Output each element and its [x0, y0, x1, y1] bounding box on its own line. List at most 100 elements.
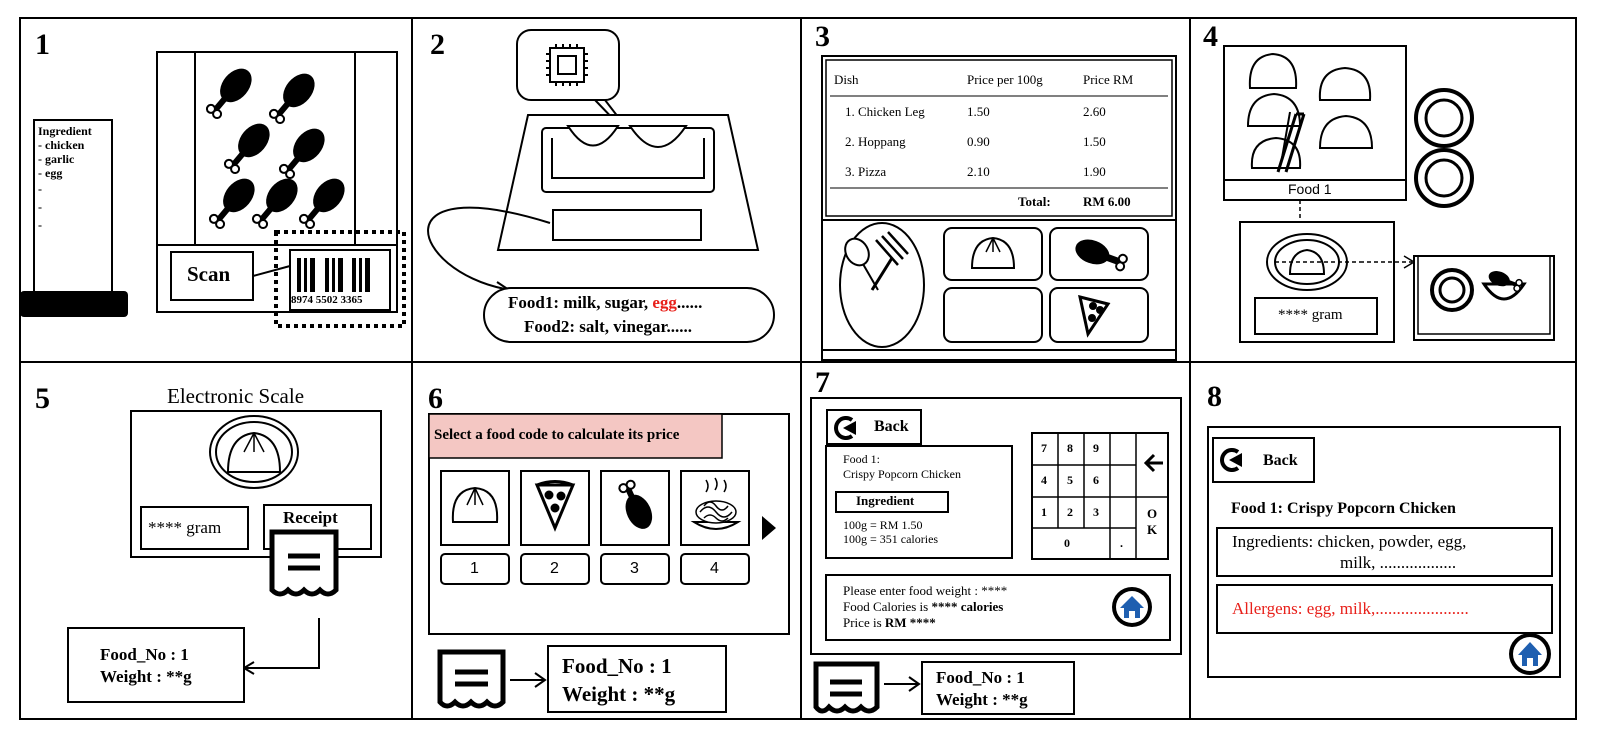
backspace-icon [1143, 453, 1163, 473]
calories-per-100g: 100g = 351 calories [843, 532, 939, 546]
scale-title: Electronic Scale [167, 384, 305, 408]
plate-icons [1414, 88, 1474, 208]
keypad-key-5[interactable]: 5 [1067, 473, 1073, 487]
back-icon [1220, 448, 1242, 472]
allergens-line: Allergens: egg, milk,...................… [1232, 599, 1469, 618]
chip-icon [549, 47, 585, 83]
total-value: RM 6.00 [1083, 194, 1131, 209]
ingredients-line1: Ingredients: chicken, powder, egg, [1232, 532, 1467, 551]
allergen-highlight: egg [652, 293, 677, 312]
chicken-leg-icon [1075, 239, 1128, 272]
table-row-per100g: 1.50 [967, 104, 990, 119]
table-row-dish: 2. Hoppang [845, 134, 906, 149]
bun-icon [970, 236, 1016, 269]
keypad-key-0[interactable]: 0 [1064, 536, 1070, 550]
noodles-icon [690, 477, 742, 530]
keypad-key-4[interactable]: 4 [1041, 473, 1047, 487]
keypad-key-6[interactable]: 6 [1093, 473, 1099, 487]
ingredient-line: - [38, 182, 42, 196]
food-label: Food 1 [1288, 181, 1332, 197]
panel-number-3: 3 [815, 20, 830, 53]
scan-label: Scan [187, 262, 231, 286]
food-title: Food 1: Crispy Popcorn Chicken [1231, 500, 1456, 517]
food2-ingredients: Food2: salt, vinegar...... [524, 317, 692, 336]
table-row-dish: 3. Pizza [845, 164, 887, 179]
food-no-label: Food_No : 1 [100, 645, 189, 664]
gram-readout: **** gram [148, 518, 222, 537]
keypad-key-3[interactable]: 3 [1093, 505, 1099, 519]
pizza-icon [534, 480, 576, 532]
price-per-100g: 100g = RM 1.50 [843, 518, 923, 532]
food-no-label: Food_No : 1 [562, 654, 672, 678]
keypad-key-dot[interactable]: . [1120, 536, 1123, 550]
keypad-key-9[interactable]: 9 [1093, 441, 1099, 455]
gram-readout: **** gram [1278, 307, 1343, 323]
food-code-button-1[interactable]: 1 [470, 560, 479, 577]
ingredient-line: - [38, 218, 42, 232]
col-header-dish: Dish [834, 72, 859, 87]
home-icon [1112, 587, 1152, 627]
weight-label: Weight : **g [562, 682, 676, 706]
food-code-button-4[interactable]: 4 [710, 560, 719, 577]
keypad-ok-button[interactable]: O K [1147, 506, 1158, 537]
select-food-header: Select a food code to calculate its pric… [434, 427, 680, 443]
panel-number-6: 6 [428, 382, 443, 415]
table-row-price: 1.90 [1083, 164, 1106, 179]
back-button[interactable]: Back [1263, 452, 1298, 469]
back-icon [834, 416, 856, 440]
panel-number-1: 1 [35, 28, 50, 61]
panel-number-7: 7 [815, 366, 830, 399]
food-no-label: Food_No : 1 [936, 668, 1025, 687]
panel-number-8: 8 [1207, 380, 1222, 413]
table-row-per100g: 0.90 [967, 134, 990, 149]
food-name-line2: Crispy Popcorn Chicken [843, 467, 961, 481]
food-name-line1: Food 1: [843, 452, 881, 466]
receipt-icon [269, 529, 339, 597]
receipt-icon [437, 649, 506, 709]
panel-number-4: 4 [1203, 20, 1218, 53]
keypad-key-8[interactable]: 8 [1067, 441, 1073, 455]
receipt-icon [813, 661, 880, 714]
enter-weight-prompt: Please enter food weight : **** [843, 583, 1008, 598]
table-row-price: 1.50 [1083, 134, 1106, 149]
tongs-icon [1276, 111, 1306, 173]
keypad-key-1[interactable]: 1 [1041, 505, 1047, 519]
next-arrow-icon [762, 516, 776, 540]
cutlery-icon [844, 231, 909, 291]
back-button[interactable]: Back [874, 418, 909, 435]
ingredient-line: - [38, 200, 42, 214]
col-header-price-per-100g: Price per 100g [967, 72, 1043, 87]
barcode-number: 8974 5502 3365 [291, 294, 363, 306]
chicken-leg-icon [618, 479, 653, 529]
ingredient-line: - egg [38, 166, 63, 180]
keypad-key-2[interactable]: 2 [1067, 505, 1073, 519]
keypad-key-7[interactable]: 7 [1041, 441, 1047, 455]
chicken-leg-icons [205, 68, 345, 230]
food1-ingredients: Food1: milk, sugar, egg...... [508, 293, 703, 312]
receipt-button[interactable]: Receipt [283, 508, 338, 527]
ingredient-line: - chicken [38, 138, 85, 152]
price-result: Price is RM **** [843, 615, 936, 630]
weight-label: Weight : **g [100, 667, 192, 686]
food-code-button-2[interactable]: 2 [550, 560, 559, 577]
food-code-button-3[interactable]: 3 [630, 560, 639, 577]
panel-number-2: 2 [430, 28, 445, 61]
table-row-per100g: 2.10 [967, 164, 990, 179]
ingredient-button[interactable]: Ingredient [856, 493, 915, 508]
panel-number-5: 5 [35, 382, 50, 415]
weight-label: Weight : **g [936, 690, 1028, 709]
calories-result: Food Calories is **** calories [843, 599, 1004, 614]
col-header-price-rm: Price RM [1083, 72, 1134, 87]
home-icon [1509, 633, 1551, 675]
table-row-dish: 1. Chicken Leg [845, 104, 925, 119]
total-label: Total: [1018, 194, 1051, 209]
ingredient-line: - garlic [38, 152, 75, 166]
